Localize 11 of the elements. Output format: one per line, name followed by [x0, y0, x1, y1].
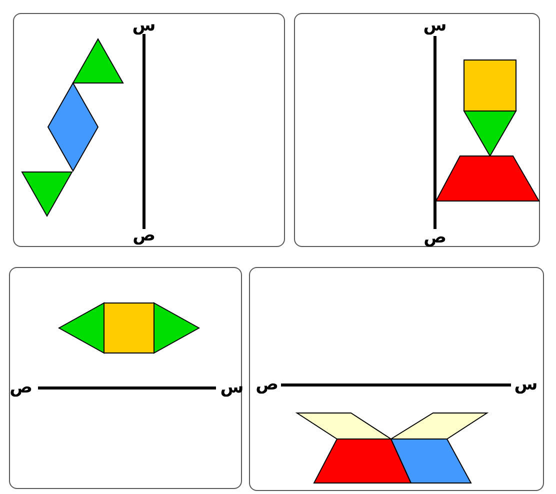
- exercise-panel: [249, 267, 544, 491]
- axis-label: س: [514, 376, 538, 394]
- axis-label: س: [132, 18, 156, 34]
- exercise-panel: [13, 13, 285, 247]
- axis-label: ص: [424, 230, 446, 246]
- exercise-panel: [294, 13, 540, 247]
- axis-label: ص: [10, 380, 32, 396]
- axis-label: ص: [256, 376, 278, 394]
- axis-label: ص: [132, 228, 156, 244]
- exercise-panel: [9, 267, 242, 489]
- axis-label: س: [423, 18, 447, 34]
